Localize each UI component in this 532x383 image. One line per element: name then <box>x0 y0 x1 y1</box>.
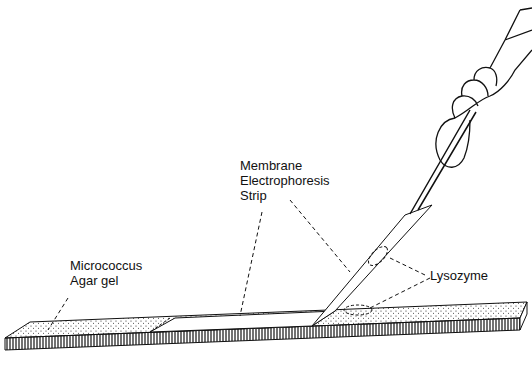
lysozyme-spot-strip <box>365 243 390 268</box>
strip-label: Membrane Electrophoresis Strip <box>240 158 330 203</box>
agar-end <box>520 302 527 330</box>
lysozyme-spot-gel <box>344 305 372 315</box>
gel-label: Micrococcus Agar gel <box>70 258 160 288</box>
hand <box>436 8 532 167</box>
leader-lines <box>48 200 430 330</box>
strip-lifted <box>312 205 432 326</box>
strip-flat <box>150 311 335 332</box>
lysozyme-label: Lysozyme <box>430 268 488 283</box>
forceps <box>410 110 476 214</box>
